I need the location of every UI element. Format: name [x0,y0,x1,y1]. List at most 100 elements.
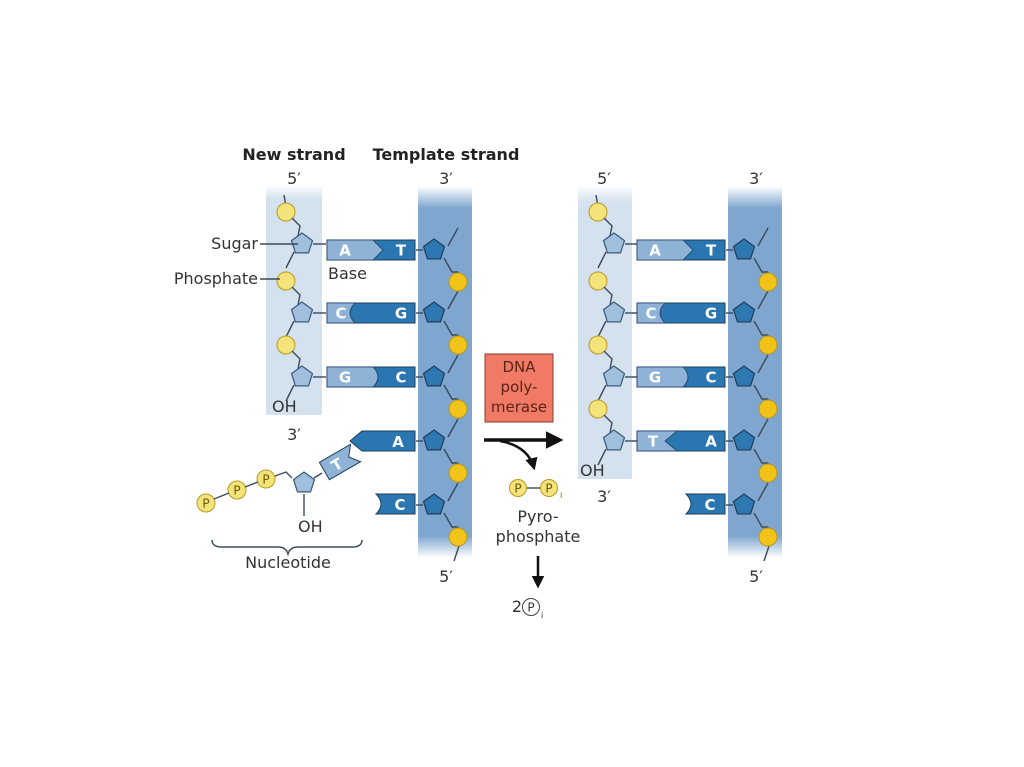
backbone-bond [291,217,301,237]
template-strand-header: Template strand [373,145,520,164]
backbone-bond [757,354,769,374]
triphosphate-phosphate [227,480,247,500]
backbone-bond [447,418,459,438]
new-base-letter: G [339,369,351,387]
right-template-5prime: 5′ [749,567,763,586]
left-template-3prime: 3′ [439,169,453,188]
backbone-bond [603,350,613,370]
pyrophosphate: P P i [509,479,562,500]
template-phosphate [448,335,468,355]
new-sugar [602,429,626,451]
new-phosphate [588,202,608,222]
backbone-bond [603,414,613,434]
new-phosphate [588,399,608,419]
backbone-bond [603,286,613,306]
enzyme-line-1: DNA [502,358,536,376]
backbone-bond [285,251,295,269]
backbone-bond [285,384,295,402]
triphosphate-phosphate [256,469,276,489]
phosphate-label: Phosphate [174,269,258,288]
backbone-bond [285,320,295,338]
new-strand-header: New strand [242,145,345,164]
incoming-base-T: T [318,443,362,481]
backbone-bond [443,257,458,273]
template-sugar [422,493,446,515]
new-base-letter: C [645,305,656,323]
right-new-strand-band [578,185,632,479]
phosphate-bond [274,471,293,479]
new-base-letter: G [649,369,661,387]
phosphate-symbol: P [514,482,521,496]
right-template-3prime: 3′ [749,169,763,188]
backbone-bond [757,482,769,502]
incoming-base-shape [318,443,362,481]
right-oh-label: OH [580,461,605,480]
template-phosphate [758,335,778,355]
sugar-label: Sugar [211,234,258,253]
template-base-letter: G [705,305,717,323]
new-sugar [290,301,314,323]
template-sugar [422,365,446,387]
new-base-segment [636,430,679,452]
new-sugar [602,232,626,254]
backbone-bond [597,251,607,269]
template-base-C [684,493,726,515]
template-base-letter: C [394,496,405,514]
phosphate-symbol: P [262,473,269,487]
template-phosphate [448,399,468,419]
pyrophosphate-label-2: phosphate [496,527,581,546]
inorganic-subscript: i [560,491,562,500]
new-base-segment [636,239,694,261]
backbone-bond [753,384,768,400]
template-phosphate [758,463,778,483]
backbone-bond [757,418,769,438]
template-phosphate [448,527,468,547]
template-sugar [732,429,756,451]
backbone-bond [603,217,613,237]
template-sugar [422,238,446,260]
new-base-segment [326,239,384,261]
backbone-bond [753,448,768,464]
backbone-bond [443,384,458,400]
phosphate-symbol: P [202,497,209,511]
nucleotide-label: Nucleotide [245,553,331,572]
new-base-letter: A [649,242,661,260]
inorganic-subscript: i [541,611,543,620]
template-base-letter: C [395,369,406,387]
template-base-C [374,493,416,515]
two-coefficient: 2 [512,597,522,616]
new-base-letter: C [335,305,346,323]
new-base-letter: T [648,433,659,451]
new-base-letter: A [339,242,351,260]
template-sugar [732,238,756,260]
backbone-bond [597,448,607,466]
backbone-bond [447,290,459,310]
backbone-bond [443,320,458,336]
phosphate-symbol: P [233,484,240,498]
nucleotide-brace [211,539,363,557]
new-sugar [602,301,626,323]
new-base-segment [636,366,689,388]
backbone-bond [447,482,459,502]
base-label: Base [328,264,367,283]
new-phosphate [276,335,296,355]
backbone-bond [443,448,458,464]
new-phosphate [276,202,296,222]
template-base-letter: A [392,433,404,451]
template-sugar [422,301,446,323]
new-base-segment [326,366,379,388]
left-new-3prime: 3′ [287,425,301,444]
backbone-bond [597,384,607,402]
phosphate-bond [244,481,259,488]
backbone-bond [291,286,301,306]
backbone-bond [757,290,769,310]
template-base-A [349,430,416,452]
incoming-sugar [292,471,316,493]
template-base-letter: A [705,433,717,451]
